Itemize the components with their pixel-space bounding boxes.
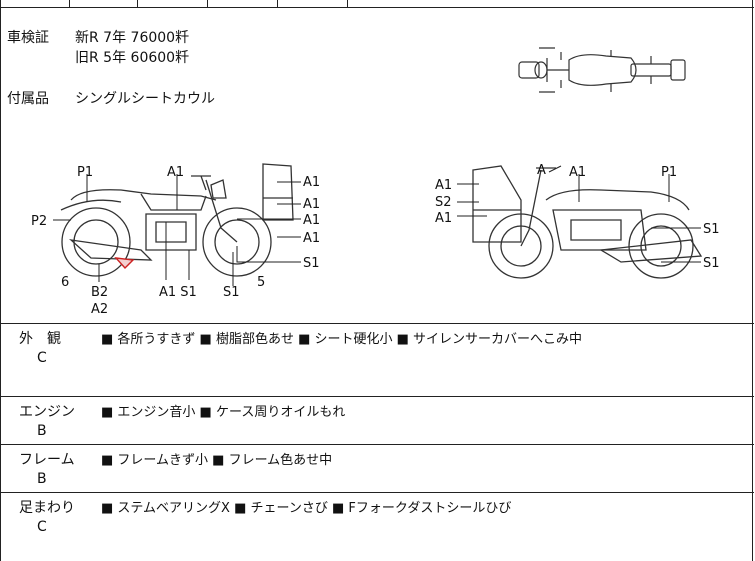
section-name: 外 観 <box>19 331 61 347</box>
section-engine: エンジン B ■ エンジン音小 ■ ケース周りオイルもれ <box>1 396 754 444</box>
right-label-s1-2: S1 <box>703 256 720 271</box>
right-label-a1-1: A1 <box>435 178 452 193</box>
motorcycle-top-view-icon <box>518 47 686 93</box>
left-label-s1: S1 <box>303 256 320 271</box>
section-suspension: 足まわり C ■ ステムベアリングX ■ チェーンさび ■ Fフォークダストシー… <box>1 492 754 561</box>
left-label-a1-1: A1 <box>303 175 320 190</box>
section-frame: フレーム B ■ フレームきず小 ■ フレーム色あせ中 <box>1 444 754 492</box>
left-label-a1-s1: A1 S1 <box>159 285 197 300</box>
left-label-a2: A2 <box>91 302 108 317</box>
section-grade: C <box>37 519 47 535</box>
right-label-a: A <box>537 163 546 178</box>
damage-diagram: P1 A1 A1 A1 A1 A1 P2 S1 6 B2 A2 A1 S1 S1… <box>31 163 720 317</box>
section-name: エンジン <box>19 404 75 420</box>
section-items: ■ 各所うすきず ■ 樹脂部色あせ ■ シート硬化小 ■ サイレンサーカバーへこ… <box>101 332 583 347</box>
section-items: ■ エンジン音小 ■ ケース周りオイルもれ <box>101 405 346 420</box>
right-label-a1-2: A1 <box>435 211 452 226</box>
left-label-p1: P1 <box>77 165 93 180</box>
right-label-s2: S2 <box>435 195 452 210</box>
left-label-a1-4: A1 <box>303 231 320 246</box>
left-label-s1-bottom: S1 <box>223 285 240 300</box>
damage-mark <box>114 257 135 270</box>
section-grade: C <box>37 350 47 366</box>
left-motorcycle-icon <box>60 163 294 277</box>
inspection-row-new: 新R 7年 76000粁 <box>75 30 190 46</box>
left-label-a1-3: A1 <box>303 213 320 228</box>
left-label-a1-top: A1 <box>167 165 184 180</box>
section-items: ■ フレームきず小 ■ フレーム色あせ中 <box>101 453 333 468</box>
section-items: ■ ステムベアリングX ■ チェーンさび ■ Fフォークダストシールひび <box>101 501 512 516</box>
right-label-p1: P1 <box>661 165 677 180</box>
section-exterior: 外 観 C ■ 各所うすきず ■ 樹脂部色あせ ■ シート硬化小 ■ サイレンサ… <box>1 323 754 396</box>
right-motorcycle-icon <box>472 165 703 279</box>
left-label-5: 5 <box>257 275 265 290</box>
section-name: フレーム <box>19 452 75 468</box>
section-name: 足まわり <box>19 500 75 516</box>
left-label-6: 6 <box>61 275 69 290</box>
accessories: 付属品 シングルシートカウル <box>7 88 215 108</box>
right-label-a1-top: A1 <box>569 165 586 180</box>
section-grade: B <box>37 423 47 439</box>
top-table-strip <box>1 0 754 8</box>
accessories-value: シングルシートカウル <box>75 91 215 107</box>
inspection-row-old: 旧R 5年 60600粁 <box>75 50 190 66</box>
left-label-p2: P2 <box>31 214 47 229</box>
accessories-label: 付属品 <box>7 91 49 107</box>
left-label-a1-2: A1 <box>303 197 320 212</box>
left-label-b2: B2 <box>91 285 108 300</box>
inspection-label: 車検証 <box>7 30 49 46</box>
section-grade: B <box>37 471 47 487</box>
right-label-s1-1: S1 <box>703 222 720 237</box>
